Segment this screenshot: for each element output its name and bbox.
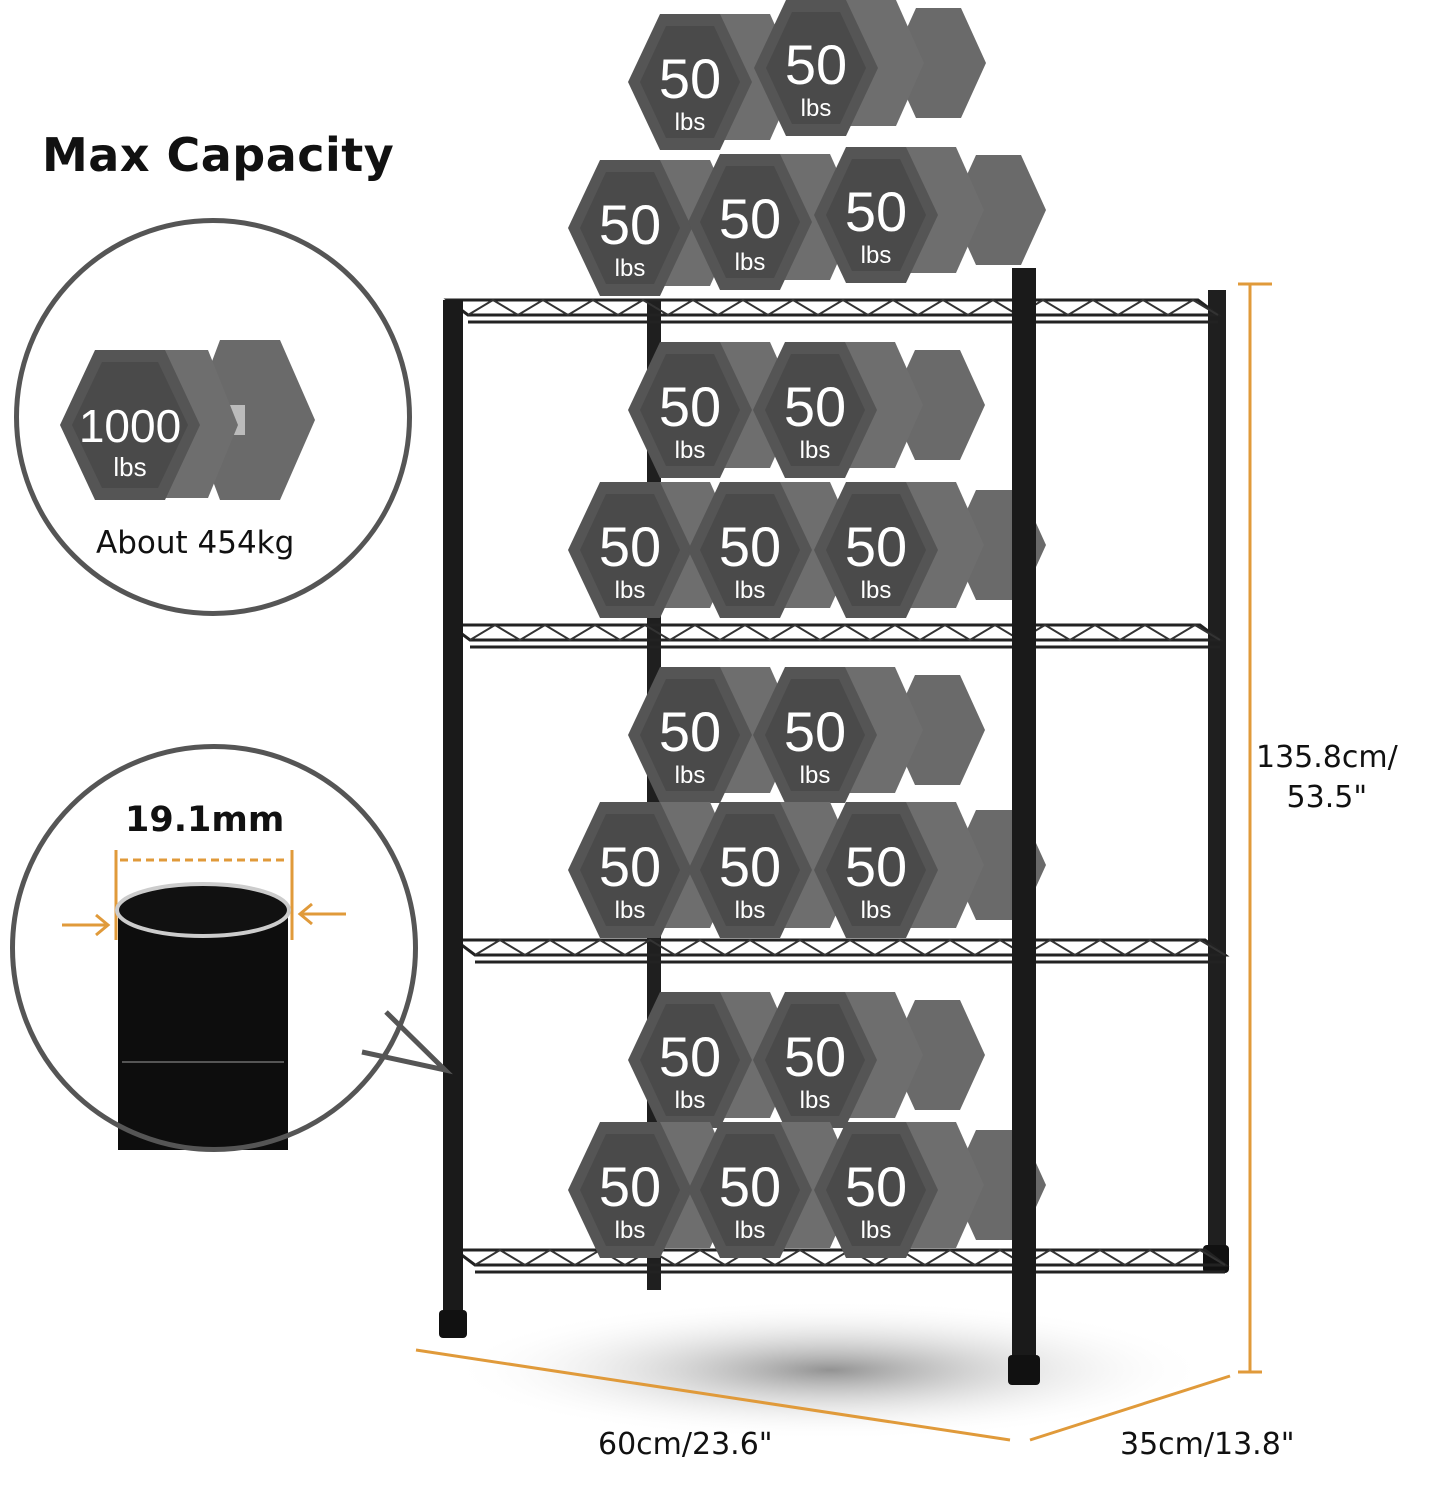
width-dimension-label: 60cm/23.6" xyxy=(598,1427,773,1462)
capacity-callout-circle xyxy=(14,218,412,616)
depth-dimension-label: 35cm/13.8" xyxy=(1120,1427,1295,1462)
pipe-diameter-label: 19.1mm xyxy=(125,800,285,840)
pipe-detail-callout-circle xyxy=(10,744,418,1152)
capacity-subtitle: About 454kg xyxy=(96,525,295,561)
page-title: Max Capacity xyxy=(42,128,395,182)
height-imperial: 53.5" xyxy=(1286,780,1368,815)
height-dimension-label: 135.8cm/ 53.5" xyxy=(1256,738,1398,818)
height-metric: 135.8cm/ xyxy=(1256,740,1398,775)
